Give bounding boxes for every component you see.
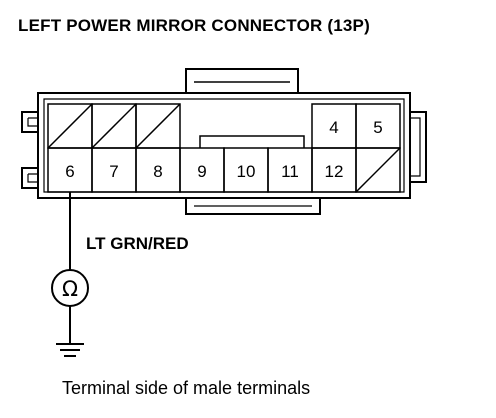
cavity-7: 7	[91, 147, 137, 193]
cavity-4: 4	[311, 103, 357, 149]
connector-bottom-key	[185, 198, 321, 215]
cavity-13	[355, 147, 401, 193]
terminal-label-6: 6	[65, 162, 74, 181]
cavity-6: 6	[47, 147, 93, 193]
connector-housing	[37, 92, 411, 199]
cavity-9: 9	[179, 147, 225, 193]
cavity-1	[47, 103, 93, 149]
cavity-10: 10	[223, 147, 269, 193]
ground-icon	[56, 343, 84, 357]
connector-latch-top	[185, 68, 299, 93]
cavity-3	[135, 103, 181, 149]
terminal-label-10: 10	[237, 162, 256, 181]
terminal-label-8: 8	[153, 162, 162, 181]
wire-color-label: LT GRN/RED	[86, 234, 189, 253]
cavity-2	[91, 103, 137, 149]
terminal-label-9: 9	[197, 162, 206, 181]
cavity-11: 11	[267, 147, 313, 193]
terminal-label-4: 4	[329, 118, 338, 137]
connector-key-ridge	[199, 135, 305, 148]
diagram-caption: Terminal side of male terminals	[62, 378, 311, 398]
connector-lock-left-lower	[21, 167, 38, 189]
cavity-5: 5	[355, 103, 401, 149]
connector-lock-left-upper	[21, 111, 38, 133]
terminal-label-11: 11	[281, 162, 299, 181]
ohmmeter-icon: Ω	[51, 269, 89, 307]
terminal-label-7: 7	[109, 162, 118, 181]
terminal-label-5: 5	[373, 118, 382, 137]
connector-lock-right	[410, 111, 427, 183]
diagram-title: LEFT POWER MIRROR CONNECTOR (13P)	[18, 16, 370, 35]
terminal-label-12: 12	[325, 162, 344, 181]
ohm-symbol: Ω	[62, 277, 78, 301]
cavity-8: 8	[135, 147, 181, 193]
cavity-12: 12	[311, 147, 357, 193]
